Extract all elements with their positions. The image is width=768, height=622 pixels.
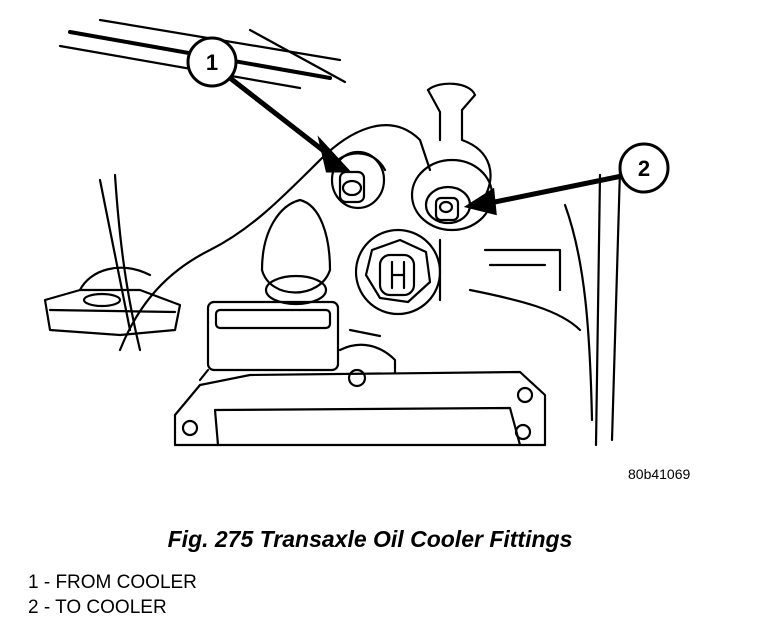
legend: 1 - FROM COOLER 2 - TO COOLER (28, 570, 197, 620)
callout-1-number: 1 (206, 50, 218, 75)
legend-item-from-cooler: 1 - FROM COOLER (28, 572, 197, 593)
callout-1: 1 (186, 36, 238, 88)
figure-caption: Fig. 275 Transaxle Oil Cooler Fittings (167, 526, 573, 552)
figure-id: 80b41069 (628, 466, 691, 482)
transaxle-illustration: 1 2 (43, 18, 670, 447)
callout-2-number: 2 (638, 156, 650, 181)
callout-2: 2 (618, 142, 670, 194)
legend-item-to-cooler: 2 - TO COOLER (28, 597, 167, 618)
